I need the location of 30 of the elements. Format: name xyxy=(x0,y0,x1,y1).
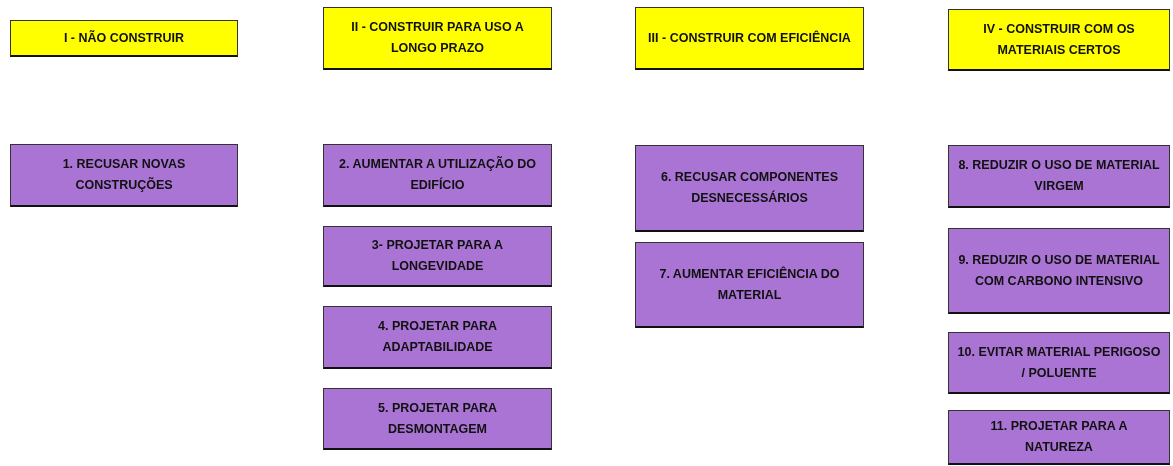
strategy-box xyxy=(10,144,238,207)
box-label: I - NÃO CONSTRUIR xyxy=(63,29,185,47)
strategy-box xyxy=(323,226,552,287)
box-label: 8. REDUZIR O USO DE MATERIAL VIRGEM xyxy=(957,157,1161,195)
box-label: 11. PROJETAR PARA A NATUREZA xyxy=(989,418,1129,456)
box-label: III - CONSTRUIR COM EFICIÊNCIA xyxy=(648,29,851,47)
strategy-box xyxy=(323,388,552,450)
strategy-box xyxy=(948,145,1170,208)
box-label: 2. AUMENTAR A UTILIZAÇÃO DO EDIFÍCIO xyxy=(338,155,537,194)
category-box xyxy=(635,7,864,70)
strategy-box xyxy=(323,144,552,207)
strategy-box xyxy=(948,410,1170,465)
box-label: IV - CONSTRUIR COM OS MATERIAIS CERTOS xyxy=(982,20,1136,59)
category-box xyxy=(948,9,1170,71)
box-label: 1. RECUSAR NOVAS CONSTRUÇÕES xyxy=(61,156,187,194)
strategy-box xyxy=(635,242,864,328)
category-box xyxy=(323,7,552,70)
box-label: 10. EVITAR MATERIAL PERIGOSO / POLUENTE xyxy=(957,343,1161,382)
category-box xyxy=(10,20,238,57)
strategy-box xyxy=(323,306,552,369)
box-label: II - CONSTRUIR PARA USO A LONGO PRAZO xyxy=(350,19,525,57)
box-label: 3- PROJETAR PARA A LONGEVIDADE xyxy=(370,237,505,275)
box-label: 9. REDUZIR O USO DE MATERIAL COM CARBONO INTENSIVO xyxy=(957,251,1161,290)
box-label: 5. PROJETAR PARA DESMONTAGEM xyxy=(377,399,498,438)
box-label: 6. RECUSAR COMPONENTES DESNECESSÁRIOS xyxy=(659,169,840,207)
box-label: 7. AUMENTAR EFICIÊNCIA DO MATERIAL xyxy=(658,265,841,304)
box-label: 4. PROJETAR PARA ADAPTABILIDADE xyxy=(377,318,498,356)
strategy-box xyxy=(635,145,864,232)
strategy-box xyxy=(948,332,1170,394)
strategy-box xyxy=(948,228,1170,314)
